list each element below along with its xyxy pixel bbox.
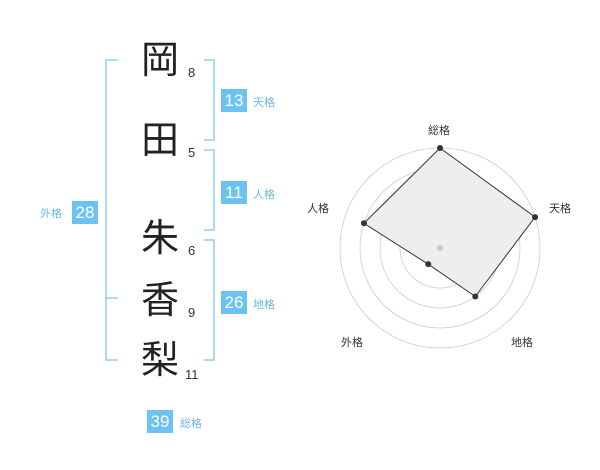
radar-axis-label-soukaku: 総格	[428, 124, 450, 137]
radar-center-dot	[437, 245, 443, 251]
stroke-count-5: 11	[185, 367, 199, 382]
radar-area	[363, 147, 536, 298]
radar-point-2	[532, 214, 539, 221]
radar-axis-label-gaikaku: 外格	[341, 336, 363, 349]
radar-axis-label-tenkaku: 天格	[549, 202, 571, 215]
chikaku-value-badge: 26	[221, 291, 247, 314]
radar-point-3	[472, 293, 479, 300]
radar-point-4	[425, 261, 432, 268]
stroke-count-1: 8	[188, 65, 196, 80]
name-char-3: 朱	[140, 216, 179, 260]
chikaku-label: 地格	[253, 298, 275, 311]
radar-axis-label-chikaku: 地格	[511, 336, 533, 349]
stroke-count-2: 5	[188, 145, 196, 160]
stroke-count-4: 9	[188, 305, 196, 320]
name-char-4: 香	[140, 278, 179, 322]
jinkaku-value-badge: 11	[221, 181, 247, 204]
tenkaku-value-badge: 13	[221, 89, 247, 112]
soukaku-label: 総格	[180, 417, 202, 430]
jinkaku-label: 人格	[253, 188, 275, 201]
gaikaku-label: 外格	[40, 207, 62, 220]
radar-axis-label-jinkaku: 人格	[307, 202, 329, 215]
radar-points	[360, 145, 539, 300]
radar-point-1	[437, 145, 443, 151]
gaikaku-value-badge: 28	[72, 201, 98, 224]
name-char-2: 田	[140, 118, 179, 162]
name-char-1: 岡	[140, 38, 179, 82]
soukaku-value-badge: 39	[147, 410, 173, 433]
stroke-count-3: 6	[188, 243, 196, 258]
tenkaku-label: 天格	[253, 96, 275, 109]
name-char-5: 梨	[140, 338, 179, 382]
radar-point-5	[360, 220, 367, 227]
